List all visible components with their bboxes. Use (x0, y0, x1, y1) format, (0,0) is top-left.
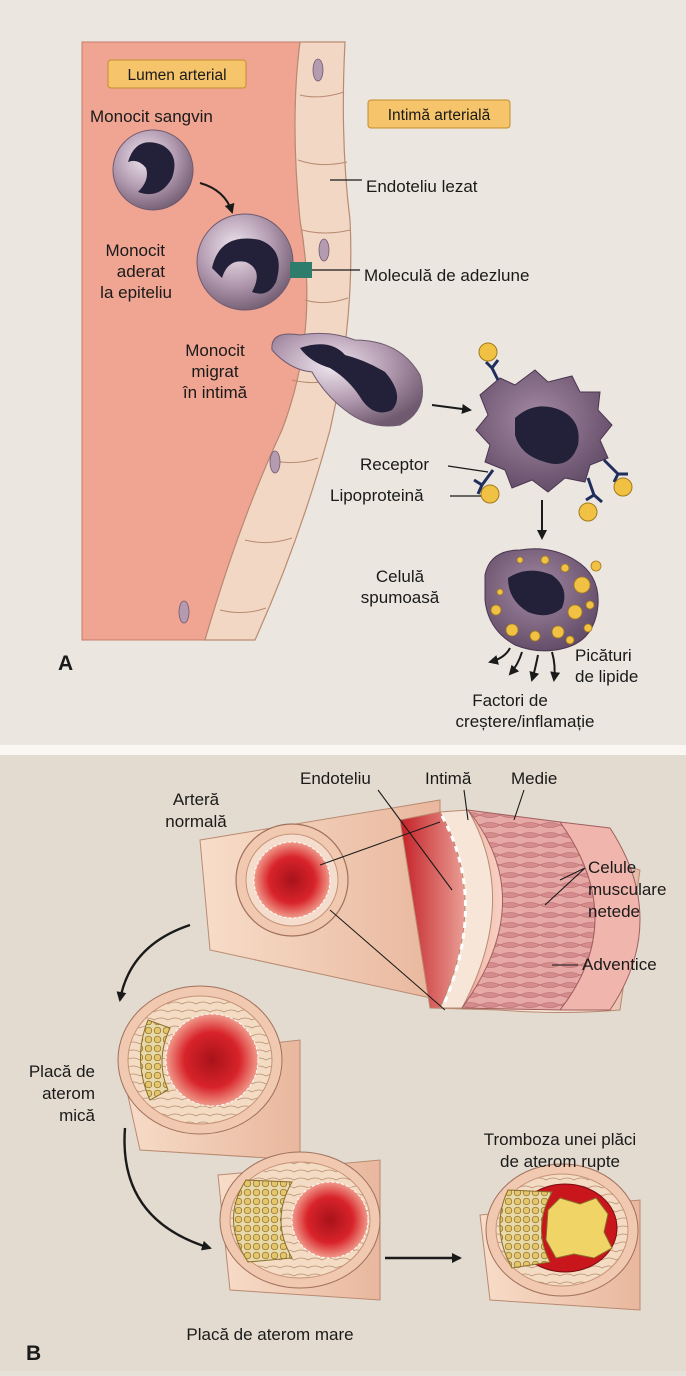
adventitia-label: Adventice (582, 955, 657, 974)
endothelium-label: Endoteliu (300, 769, 371, 788)
svg-text:migrat: migrat (191, 362, 239, 381)
lumen-tag: Lumen arterial (108, 60, 246, 88)
migrated-monocyte-label: Monocit migrat în intimă (182, 341, 248, 402)
receptor-label: Receptor (360, 455, 429, 474)
panel-a: Lumen arterial Intimă arterială Monocit … (0, 0, 686, 745)
intima-label: Intimă (425, 769, 472, 788)
panel-separator (0, 745, 686, 755)
panel-b: Arteră normală Endoteliu Intimă Medie Ce… (0, 755, 686, 1371)
large-plaque-artery (218, 1152, 380, 1300)
svg-text:normală: normală (165, 812, 227, 831)
svg-text:musculare: musculare (588, 880, 666, 899)
svg-text:la epiteliu: la epiteliu (100, 283, 172, 302)
svg-text:de lipide: de lipide (575, 667, 638, 686)
lipoprotein-label: Lipoproteină (330, 486, 424, 505)
adhered-monocyte (197, 214, 293, 310)
thrombus (546, 1198, 612, 1258)
intima-tag-text: Intimă arterială (388, 107, 491, 124)
svg-text:Arteră: Arteră (173, 790, 220, 809)
svg-text:creștere/inflamație: creștere/inflamație (456, 712, 595, 731)
svg-text:Monocit: Monocit (185, 341, 245, 360)
panel-a-letter: A (58, 652, 73, 675)
svg-text:Celule: Celule (588, 858, 636, 877)
svg-text:aterom: aterom (42, 1084, 95, 1103)
svg-text:Placă de: Placă de (29, 1062, 95, 1081)
adhesion-molecule (290, 262, 312, 278)
svg-text:aderat: aderat (117, 262, 165, 281)
svg-text:Monocit: Monocit (105, 241, 165, 260)
svg-text:Tromboza unei plăci: Tromboza unei plăci (484, 1130, 636, 1149)
media-label: Medie (511, 769, 557, 788)
svg-text:Picături: Picături (575, 646, 632, 665)
svg-text:spumoasă: spumoasă (361, 588, 440, 607)
large-plaque-label: Placă de aterom mare (186, 1325, 353, 1344)
intima-tag: Intimă arterială (368, 100, 510, 128)
lumen-tag-text: Lumen arterial (127, 67, 226, 84)
svg-text:de aterom rupte: de aterom rupte (500, 1152, 620, 1171)
svg-text:netede: netede (588, 902, 640, 921)
panel-b-letter: B (26, 1342, 41, 1365)
svg-text:Celulă: Celulă (376, 567, 425, 586)
damaged-endothelium-label: Endoteliu lezat (366, 177, 478, 196)
blood-monocyte-label: Monocit sangvin (90, 107, 213, 126)
svg-text:Factori de: Factori de (472, 691, 548, 710)
svg-text:în intimă: în intimă (182, 383, 248, 402)
blood-monocyte (113, 130, 193, 210)
svg-text:mică: mică (59, 1106, 95, 1125)
adhesion-molecule-label: Moleculă de adezlune (364, 266, 529, 285)
